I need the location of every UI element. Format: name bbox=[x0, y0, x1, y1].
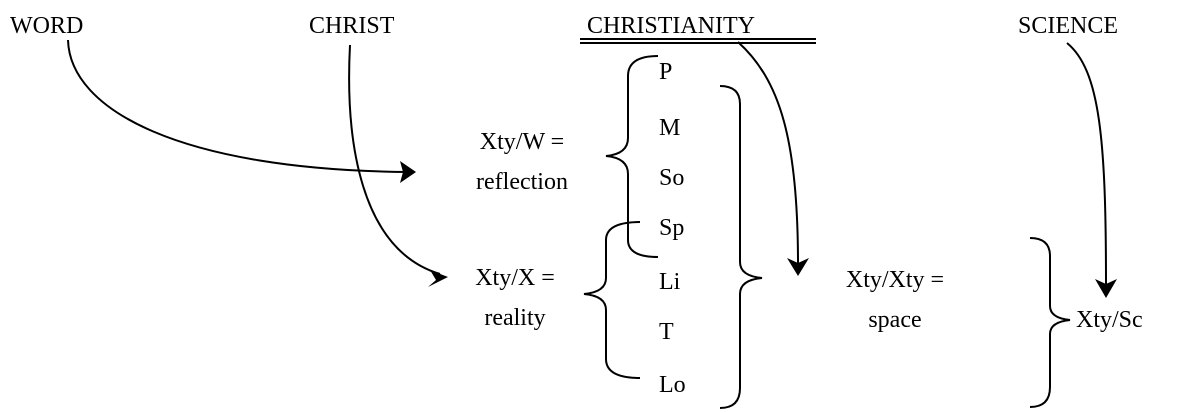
reality-line2: reality bbox=[484, 305, 546, 331]
science-result-label: Xty/Sc bbox=[1076, 307, 1143, 333]
item-t: T bbox=[659, 319, 674, 345]
brace-reflection bbox=[605, 55, 659, 258]
header-christianity-underline bbox=[580, 38, 816, 44]
arrow-science-to-sc bbox=[1066, 42, 1107, 285]
header-word: WORD bbox=[10, 13, 84, 39]
arrow-christ-to-reality bbox=[348, 44, 441, 275]
brace-reality bbox=[583, 221, 641, 379]
reality-line1: Xty/X = bbox=[475, 265, 555, 291]
item-so: So bbox=[659, 165, 685, 191]
arrowhead-space bbox=[787, 258, 809, 276]
header-science: SCIENCE bbox=[1018, 13, 1119, 39]
item-li: Li bbox=[659, 269, 681, 295]
brace-space bbox=[719, 85, 763, 409]
arrow-christianity-to-space bbox=[737, 41, 799, 265]
header-christ: CHRIST bbox=[309, 13, 395, 39]
reflection-line1: Xty/W = bbox=[479, 129, 565, 155]
item-p: P bbox=[659, 59, 673, 85]
reflection-line2: reflection bbox=[476, 169, 568, 195]
item-sp: Sp bbox=[659, 215, 685, 241]
arrowhead-sc bbox=[1095, 279, 1117, 298]
item-lo: Lo bbox=[659, 372, 686, 398]
arrowhead-reflection bbox=[400, 161, 416, 183]
brace-science bbox=[1029, 237, 1071, 408]
space-line2: space bbox=[868, 307, 922, 333]
header-christianity: CHRISTIANITY bbox=[587, 13, 755, 39]
arrow-word-to-reflection bbox=[67, 39, 409, 173]
space-line1: Xty/Xty = bbox=[845, 267, 945, 293]
arrowhead-reality bbox=[428, 270, 448, 287]
item-m: M bbox=[659, 115, 681, 141]
